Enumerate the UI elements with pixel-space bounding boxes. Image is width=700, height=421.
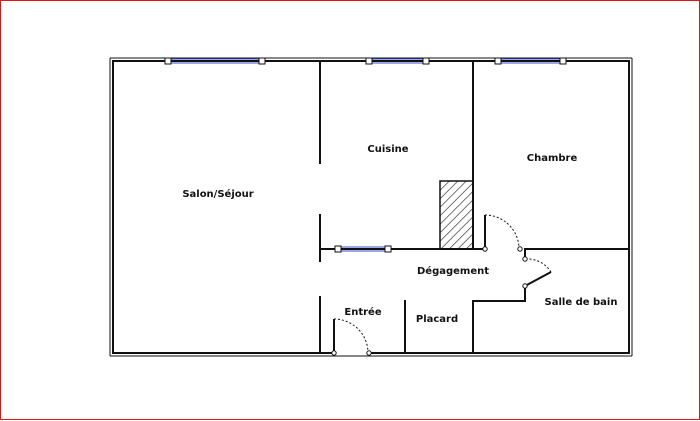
windows [164, 57, 567, 253]
room-label-degagement: Dégagement [417, 265, 489, 277]
sdb-door [522, 256, 552, 289]
chambre-door [482, 214, 523, 252]
room-label-salon: Salon/Séjour [182, 188, 253, 200]
room-labels: Salon/Séjour Cuisine Chambre Dégagement … [182, 144, 617, 325]
room-label-cuisine: Cuisine [367, 144, 408, 155]
room-label-placard: Placard [416, 314, 458, 325]
window-salon [164, 57, 266, 65]
room-label-entree: Entrée [344, 306, 381, 318]
window-cuisine [365, 57, 430, 65]
room-label-salle-de-bain: Salle de bain [545, 297, 618, 308]
hatched-duct [439, 180, 474, 250]
window-chambre [494, 57, 567, 65]
window-interior [334, 245, 392, 253]
entry-door [331, 318, 372, 356]
doors [331, 214, 552, 356]
room-label-chambre: Chambre [527, 153, 578, 164]
